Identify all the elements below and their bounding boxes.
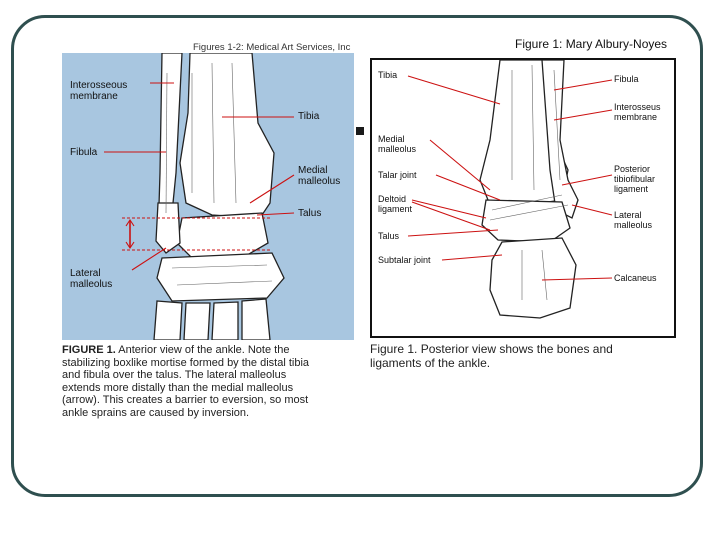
tibia-bone xyxy=(180,53,274,218)
leader-posterior xyxy=(562,175,612,185)
leader-deltoid xyxy=(412,200,490,230)
label-deltoid-ligament: Deltoid ligament xyxy=(378,194,412,214)
talus-bone xyxy=(177,213,268,258)
right-figure-caption: Figure 1. Posterior view shows the bones… xyxy=(370,342,613,370)
label-medial-malleolus: Medial malleolus xyxy=(378,134,416,154)
label-calcaneus: Calcaneus xyxy=(614,273,657,283)
divider-mark xyxy=(356,127,364,135)
label-subtalar-joint: Subtalar joint xyxy=(378,255,431,265)
caption-lead: FIGURE 1. xyxy=(62,344,116,356)
label-posterior-tibiofibular-ligament: Posterior tibiofibular ligament xyxy=(614,164,655,194)
anterior-ankle-figure: Interosseous membrane Tibia Fibula Media… xyxy=(62,53,354,340)
left-figure-caption: FIGURE 1. Anterior view of the ankle. No… xyxy=(62,344,309,419)
label-lateral-malleolus: Lateral malleolus xyxy=(70,268,112,290)
label-lateral-malleolus: Lateral malleolus xyxy=(614,210,652,230)
calcaneus-bone xyxy=(490,238,576,318)
label-talus: Talus xyxy=(298,208,321,219)
label-fibula: Fibula xyxy=(70,147,97,158)
leader-lateral xyxy=(572,205,612,215)
label-interosseus-membrane: Interosseus membrane xyxy=(614,102,661,122)
right-figure-credit: Figure 1: Mary Albury-Noyes xyxy=(515,37,667,51)
label-tibia: Tibia xyxy=(298,111,319,122)
leader-talus xyxy=(408,230,498,236)
lateral-malleolus-bone xyxy=(156,203,180,253)
leader-interosseus xyxy=(554,110,612,120)
label-fibula: Fibula xyxy=(614,74,639,84)
leader-tibia xyxy=(408,76,500,104)
label-talus: Talus xyxy=(378,231,399,241)
label-tibia: Tibia xyxy=(378,70,397,80)
leader-medial xyxy=(430,140,490,190)
label-medial-malleolus: Medial malleolus xyxy=(298,165,340,187)
left-figure-credit: Figures 1-2: Medical Art Services, Inc xyxy=(193,42,350,53)
posterior-ankle-figure: Tibia Medial malleolus Talar joint Delto… xyxy=(370,58,676,338)
label-talar-joint: Talar joint xyxy=(378,170,417,180)
label-interosseous-membrane: Interosseous membrane xyxy=(70,80,127,102)
talus-bone xyxy=(482,200,570,242)
